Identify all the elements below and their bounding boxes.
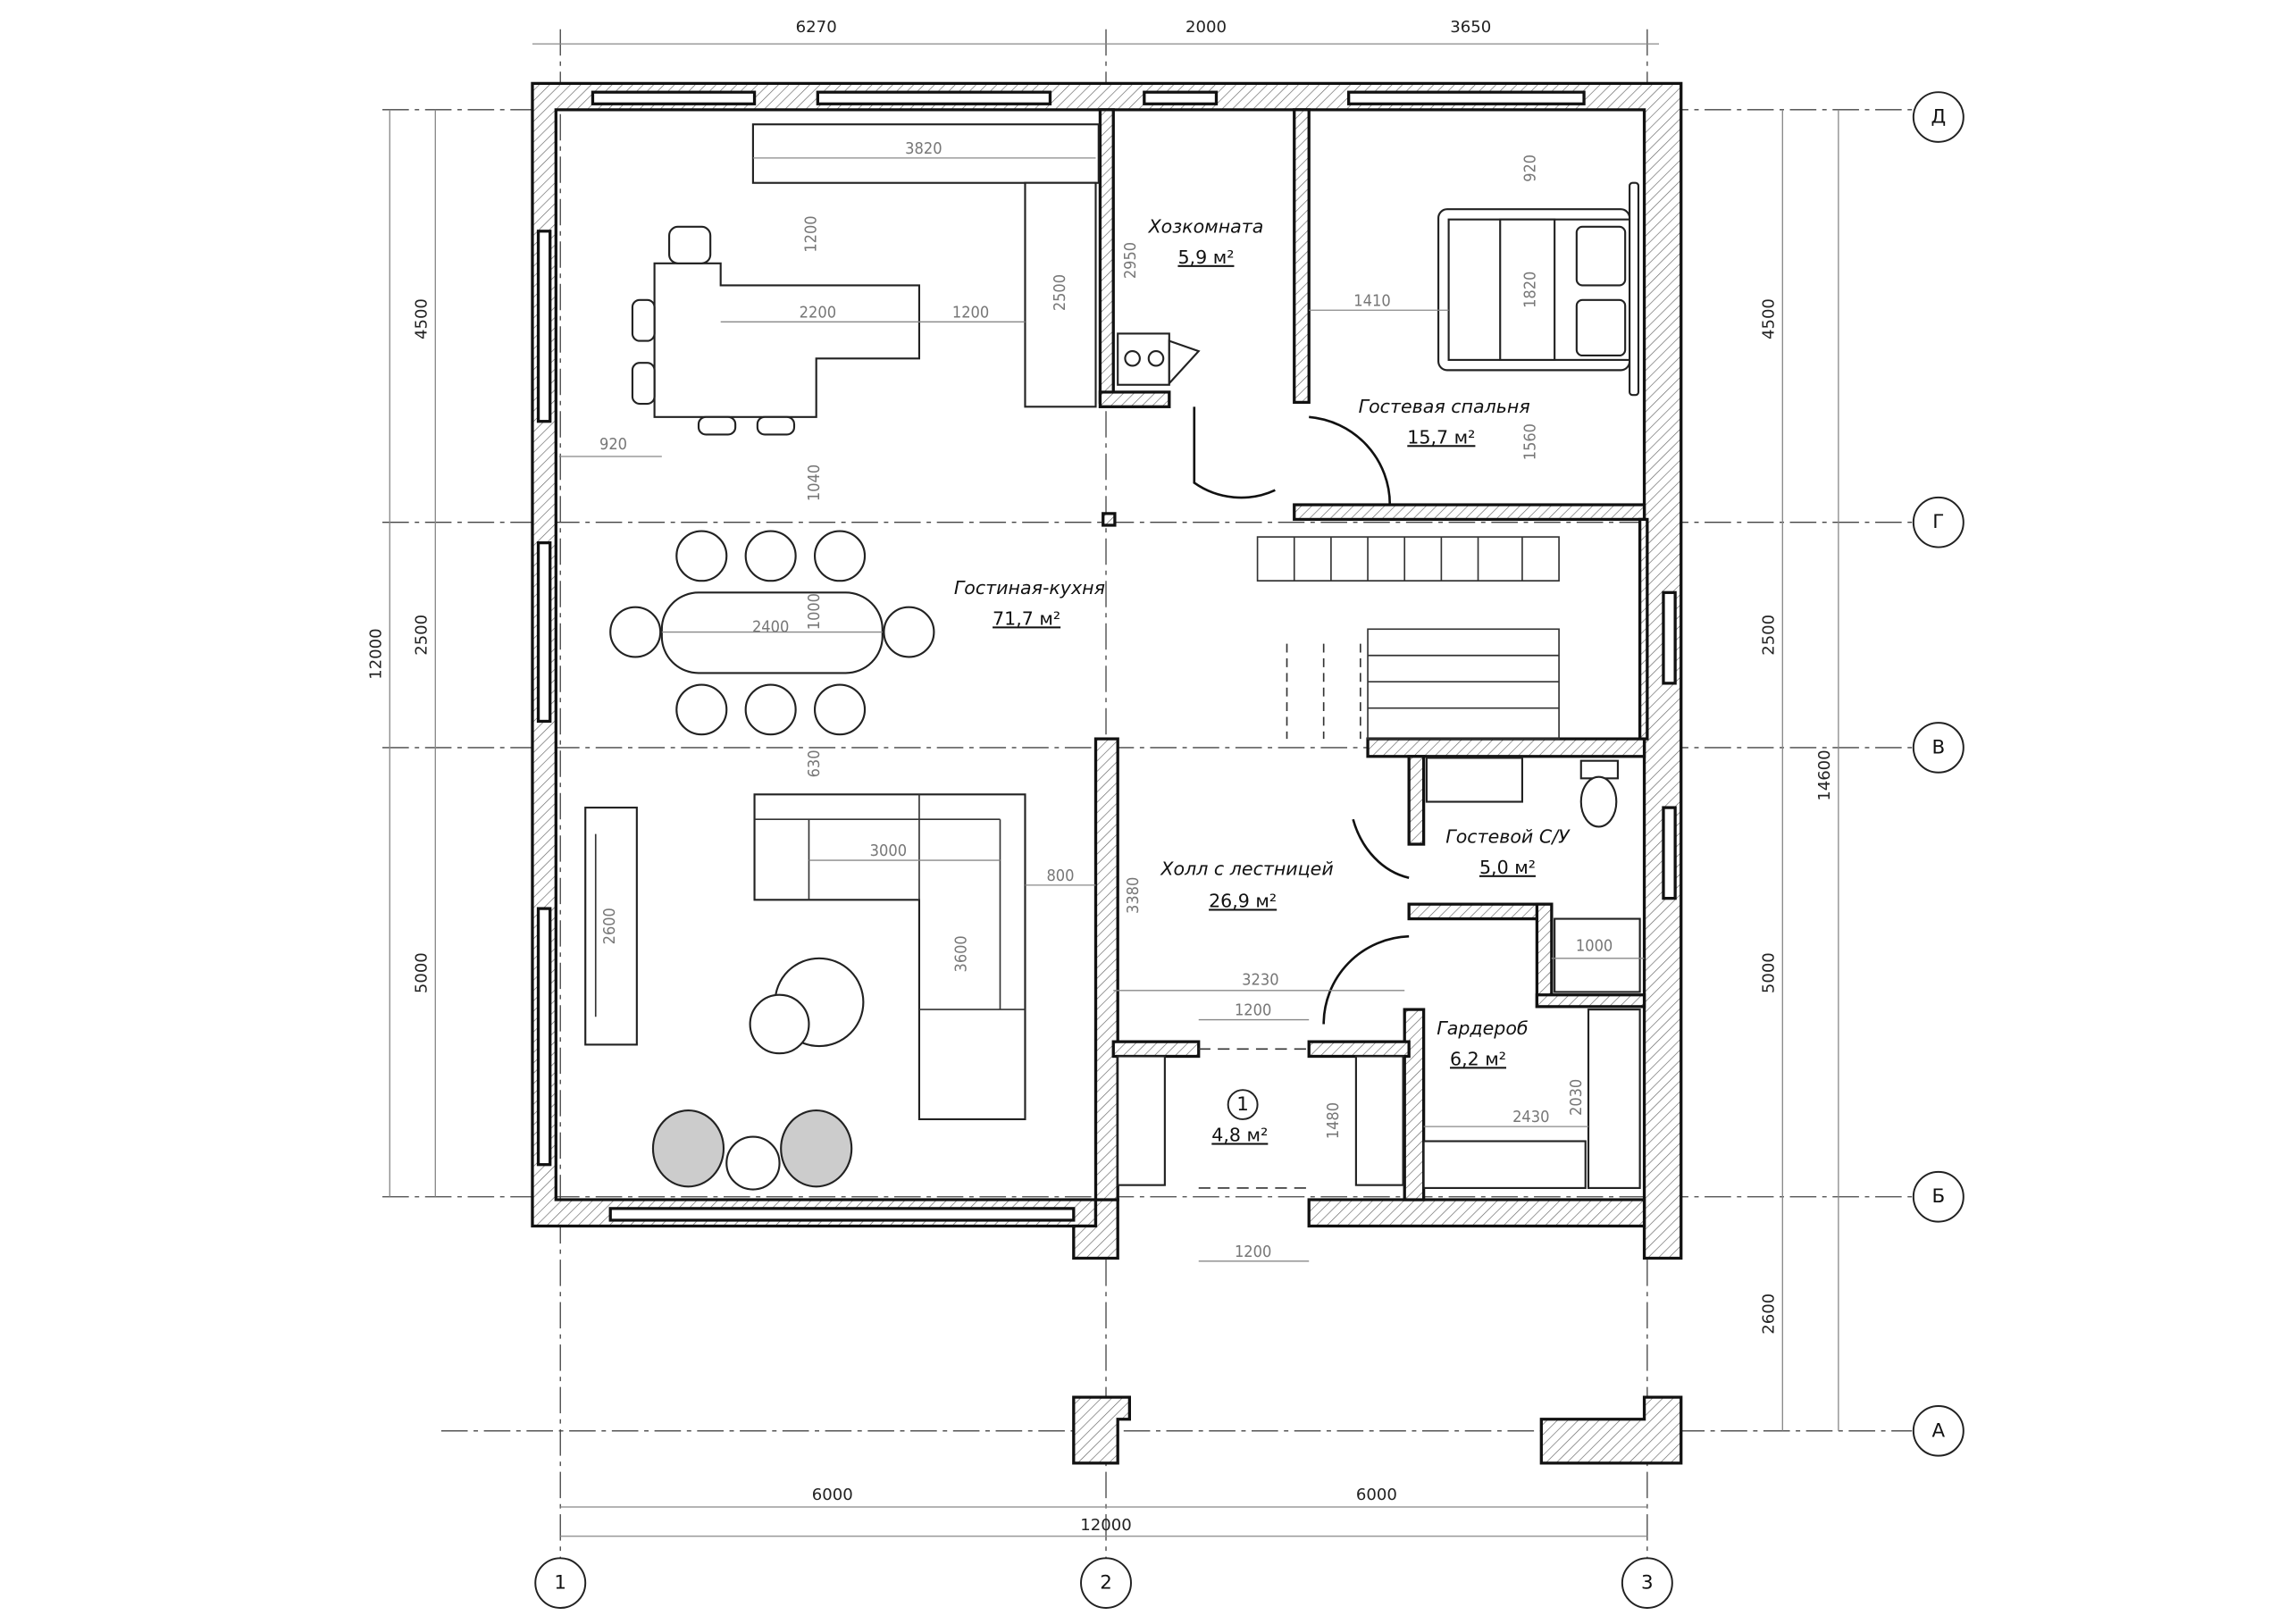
dim: 630 (805, 749, 824, 777)
dim: 1000 (805, 593, 824, 630)
axis-row-d: Д (1931, 106, 1946, 129)
dim-bottom-total: 12000 (1080, 1516, 1132, 1535)
room-area-guest-bedroom: 15,7 м² (1407, 426, 1475, 448)
room-name-hall: Холл с лестницей (1160, 858, 1333, 879)
room-name-guest-wc: Гостевой С/У (1445, 825, 1571, 847)
dimension-labels: 6270 2000 3650 4500 2500 5000 12000 4500… (366, 18, 1834, 1535)
boiler (1117, 332, 1201, 386)
dim: 2500 (1051, 274, 1069, 311)
kitchen-island (653, 262, 921, 418)
dim-right-3: 5000 (1759, 952, 1778, 993)
dim-bottom-2: 6000 (1356, 1486, 1397, 1504)
dim: 1410 (1353, 291, 1390, 310)
dim: 2600 (600, 908, 619, 944)
dim: 1200 (802, 215, 821, 252)
room-labels: Хозкомната 5,9 м² Гостевая спальня 15,7 … (954, 215, 1571, 1145)
corner-sofa (753, 793, 1026, 1121)
room-area-wardrobe: 6,2 м² (1450, 1048, 1506, 1069)
room-area-utility: 5,9 м² (1177, 247, 1234, 268)
wardrobe-shelves (1117, 1009, 1641, 1189)
dim: 2200 (800, 303, 836, 322)
kitchen-counter (751, 123, 1100, 184)
dim: 1040 (805, 465, 824, 501)
dim: 2030 (1567, 1079, 1586, 1116)
dim: 1200 (1235, 1001, 1271, 1020)
axis-row-b: Б (1931, 1185, 1945, 1208)
toilet (1579, 759, 1620, 828)
room-area-guest-wc: 5,0 м² (1479, 857, 1536, 878)
dim-right-2: 2500 (1759, 615, 1778, 656)
kitchen-counter-side (1024, 181, 1097, 408)
dim-left-3: 5000 (412, 952, 431, 993)
axis-col-3: 3 (1641, 1572, 1654, 1595)
axis-row-g: Г (1932, 511, 1944, 533)
dim: 1480 (1324, 1102, 1343, 1139)
dim: 800 (1046, 866, 1074, 885)
tv-stand (584, 807, 638, 1046)
dim-top-1: 6270 (796, 18, 837, 37)
staircase[interactable] (1256, 536, 1560, 740)
furniture (584, 123, 1641, 1191)
axis-col-2: 2 (1100, 1572, 1112, 1595)
room-area-vestibule: 4,8 м² (1211, 1125, 1268, 1146)
room-area-living-kitchen: 71,7 м² (993, 607, 1060, 629)
dim-right-total: 14600 (1815, 749, 1834, 800)
dim-right-4: 2600 (1759, 1293, 1778, 1335)
dim: 920 (1521, 155, 1540, 182)
sink (1425, 757, 1523, 803)
room-name-utility: Хозкомната (1148, 215, 1264, 237)
dim: 1820 (1521, 272, 1540, 308)
dim: 1200 (952, 303, 989, 322)
dim: 2950 (1121, 242, 1140, 279)
axis-row-v: В (1931, 736, 1945, 758)
room-name-wardrobe: Гардероб (1437, 1017, 1528, 1039)
dim: 3600 (952, 935, 971, 972)
dim: 1560 (1521, 423, 1540, 460)
dim: 3000 (870, 841, 907, 860)
shower (1554, 917, 1641, 993)
axis-markers: Д Г В Б А 1 2 3 (534, 91, 1964, 1609)
bed (1437, 181, 1640, 397)
exterior-walls (531, 81, 1683, 1260)
doors (1193, 406, 1410, 1189)
interior-walls (1072, 108, 1683, 1465)
dim-left-2: 2500 (412, 615, 431, 656)
room-name-guest-bedroom: Гостевая спальня (1359, 396, 1530, 417)
dim: 1000 (1576, 937, 1613, 956)
dining-table (660, 591, 884, 674)
room-number-circle (1227, 1089, 1259, 1120)
dimension-lines (389, 43, 1839, 1537)
room-name-living-kitchen: Гостиная-кухня (954, 577, 1105, 599)
dim: 920 (599, 435, 627, 454)
dim-top-3: 3650 (1450, 18, 1491, 37)
dim: 2400 (752, 618, 789, 637)
dining-chairs (609, 530, 935, 736)
dim: 3380 (1124, 877, 1143, 914)
room-area-hall: 26,9 м² (1209, 891, 1277, 912)
dim: 3820 (905, 139, 942, 158)
dim-right-1: 4500 (1759, 298, 1778, 339)
dim-left-1: 4500 (412, 298, 431, 339)
axis-row-a: А (1932, 1419, 1946, 1442)
dim: 2430 (1512, 1108, 1549, 1126)
axis-col-1: 1 (554, 1572, 566, 1595)
dim-bottom-1: 6000 (812, 1486, 853, 1504)
dim: 1200 (1235, 1243, 1271, 1261)
room-number-vestibule: 1 (1236, 1093, 1249, 1116)
dim: 3230 (1242, 970, 1278, 989)
dim-left-total: 12000 (366, 628, 385, 679)
dim-top-2: 2000 (1185, 18, 1227, 37)
